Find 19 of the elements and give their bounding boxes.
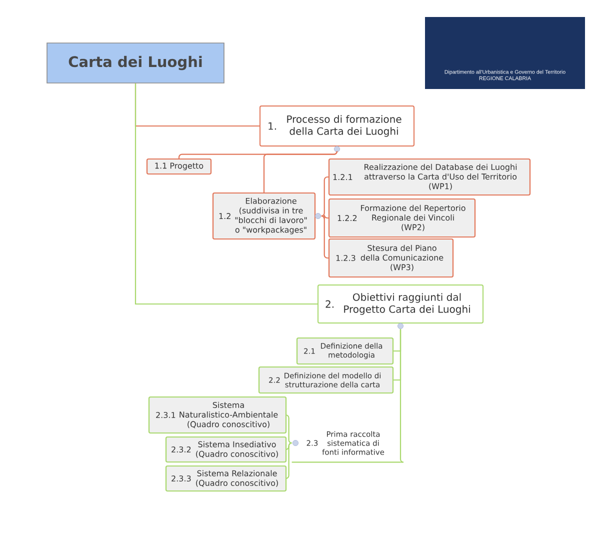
connector-line [134,83,318,305]
subtopic-box: 1.2.3 Stesura del Piano della Comunicazione (WP3) [328,238,454,278]
subtopic-box: 2.3.2 Sistema Insediativo (Quadro conoscitivo) [165,436,287,463]
root-topic-box: Carta dei Luoghi [46,42,224,84]
connector-line [400,329,404,463]
subtopic-box: 1.1 Progetto [146,158,212,175]
subtopic-box: 1.2.1 Realizzazione del Database dei Luoghi attraverso la Carta d'Uso del Territorio (WP1) [328,158,531,196]
connector-line [263,150,338,192]
connector-line [321,214,328,220]
connector-line [285,414,292,444]
connector-line [285,442,292,480]
connector-line [321,215,328,259]
subtopic-box: 2.3.1 Sistema Naturalistico-Ambientale (Quadro conoscitivo) [148,396,287,434]
topic-box: 1. Processo di formazione della Carta dei Luoghi [260,106,414,146]
subtopic-box: 2.3.3 Sistema Relazionale (Quadro conoscitivo) [165,465,287,492]
topic-box: 2. Obiettivi raggiunti dal Progetto Carta dei Luoghi [318,284,484,324]
subtopic-box: 1.2.2 Formazione del Repertorio Regionale dei Vincoli (WP2) [328,198,476,238]
subtopic-box: 1.2 Elaborazione (suddivisa in tre "blocchi di lavoro" o "workpackages" [212,192,316,240]
connector-line [321,176,328,217]
